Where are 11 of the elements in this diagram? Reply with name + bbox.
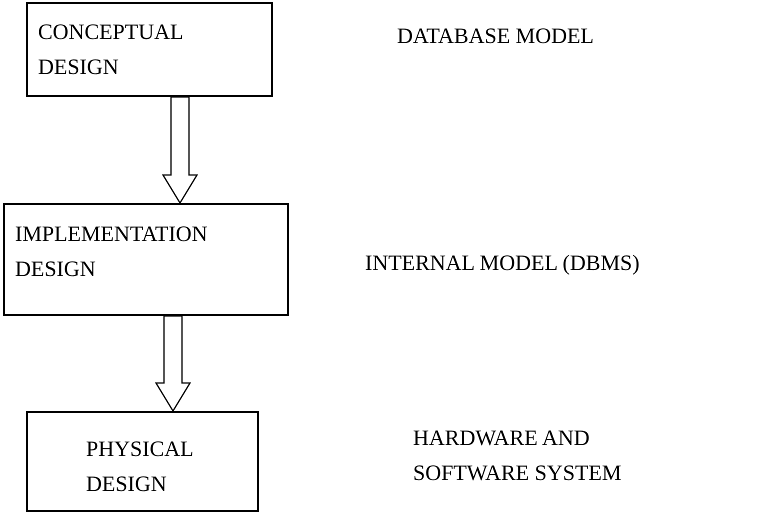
box-label: PHYSICAL DESIGN [86, 435, 194, 498]
side-label: DATABASE MODEL [397, 22, 595, 50]
process-box [26, 411, 259, 512]
side-label: HARDWARE AND SOFTWARE SYSTEM [413, 424, 622, 487]
block-arrow [162, 96, 198, 204]
box-label: IMPLEMENTATION DESIGN [15, 220, 209, 283]
block-arrow [154, 315, 192, 412]
side-label: INTERNAL MODEL (DBMS) [365, 249, 641, 277]
process-box [26, 2, 273, 97]
process-box [3, 203, 289, 316]
box-label: CONCEPTUAL DESIGN [38, 18, 184, 81]
